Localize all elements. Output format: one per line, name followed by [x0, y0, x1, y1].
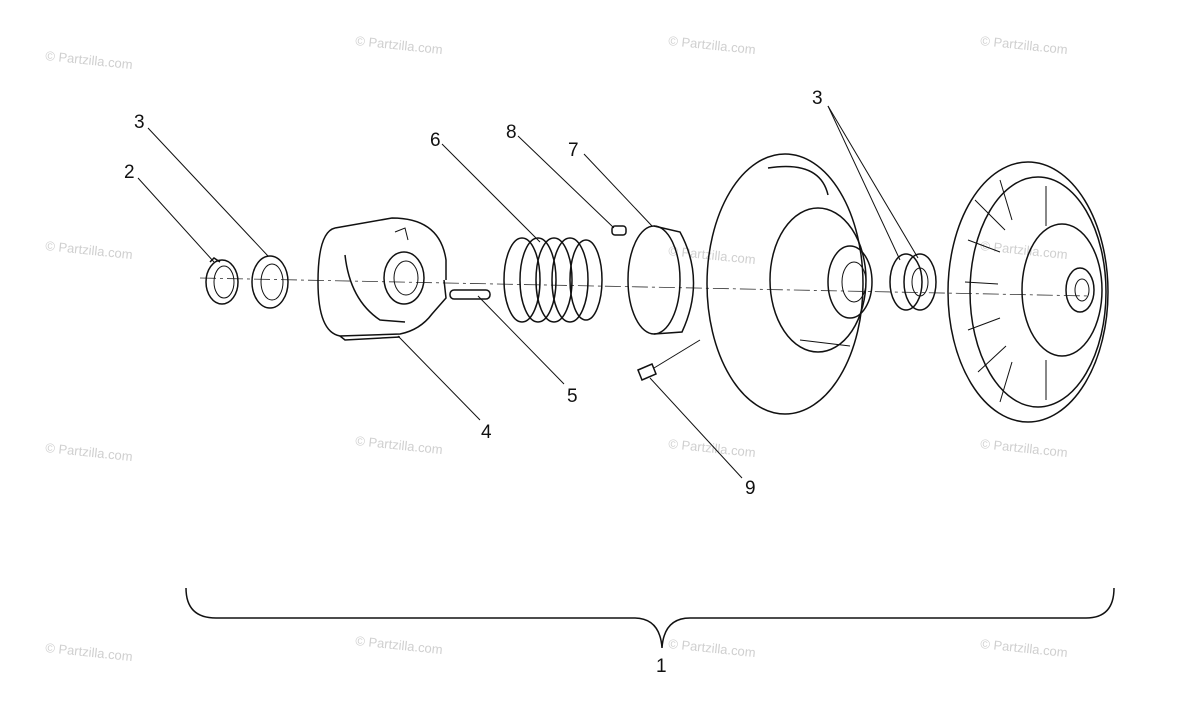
center-axis [199, 277, 1091, 297]
part-bearings[interactable] [889, 253, 937, 311]
part-washer[interactable] [251, 255, 289, 309]
callout-ring: 7 [568, 140, 579, 161]
assembly-brace [185, 587, 1115, 649]
callout-spring: 6 [430, 130, 441, 151]
watermark: © Partzilla.com [45, 640, 134, 664]
callout-bearings: 3 [812, 88, 823, 109]
callout-bolt: 9 [745, 478, 756, 499]
callout-assembly: 1 [656, 656, 667, 677]
watermark: © Partzilla.com [980, 636, 1069, 660]
part-fixed-sheave[interactable] [947, 161, 1109, 423]
callout-cam: 4 [481, 422, 492, 443]
part-bolt[interactable] [637, 339, 701, 381]
part-cam[interactable] [317, 217, 447, 341]
watermark: © Partzilla.com [355, 633, 444, 657]
watermark: © Partzilla.com [45, 440, 134, 464]
watermark: © Partzilla.com [668, 436, 757, 460]
watermark: © Partzilla.com [668, 243, 757, 267]
callout-screw-small: 8 [506, 122, 517, 143]
watermark: © Partzilla.com [355, 433, 444, 457]
callout-key: 5 [567, 386, 578, 407]
watermark-layer: © Partzilla.com © Partzilla.com © Partzi… [45, 33, 1069, 664]
watermark: © Partzilla.com [668, 636, 757, 660]
callout-retaining-ring: 2 [124, 162, 135, 183]
part-key[interactable] [449, 289, 491, 300]
part-ring[interactable] [627, 225, 695, 335]
watermark: © Partzilla.com [980, 33, 1069, 57]
watermark: © Partzilla.com [980, 238, 1069, 262]
part-retaining-ring[interactable] [205, 257, 239, 305]
watermark: © Partzilla.com [668, 33, 757, 57]
watermark: © Partzilla.com [355, 33, 444, 57]
callout-labels: 2 3 6 8 7 3 5 4 9 1 [124, 88, 823, 677]
watermark: © Partzilla.com [45, 238, 134, 262]
callout-washer: 3 [134, 112, 145, 133]
watermark: © Partzilla.com [45, 48, 134, 72]
leader-lines [137, 105, 919, 479]
watermark: © Partzilla.com [980, 436, 1069, 460]
part-spring[interactable] [503, 237, 603, 323]
part-screw-small[interactable] [611, 225, 627, 236]
part-movable-sheave[interactable] [706, 153, 873, 415]
